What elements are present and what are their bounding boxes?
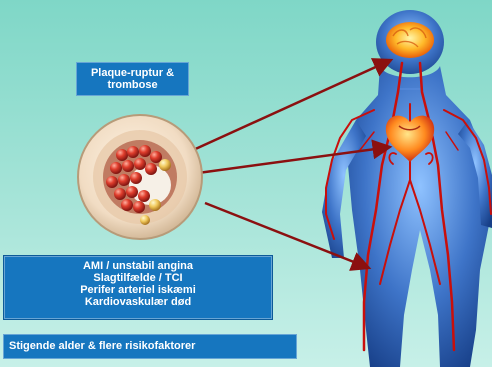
artery-cross-section-icon — [78, 115, 202, 239]
outcome-item-ami: AMI / unstabil angina — [4, 260, 272, 272]
outcome-item-cardiovascular-death: Kardiovaskulær død — [4, 296, 272, 308]
risk-factors-label: Stigende alder & flere risikofaktorer — [3, 334, 297, 359]
plaque-title-line1: Plaque-ruptur & — [76, 67, 189, 79]
plaque-title-line2: trombose — [76, 79, 189, 91]
outcome-item-peripheral-ischemia: Perifer arteriel iskæmi — [4, 284, 272, 296]
outcomes-box: AMI / unstabil angina Slagtilfælde / TCI… — [3, 255, 273, 320]
outcome-item-stroke: Slagtilfælde / TCI — [4, 272, 272, 284]
brain-icon — [386, 22, 434, 58]
plaque-rupture-label: Plaque-ruptur & trombose — [76, 62, 189, 96]
